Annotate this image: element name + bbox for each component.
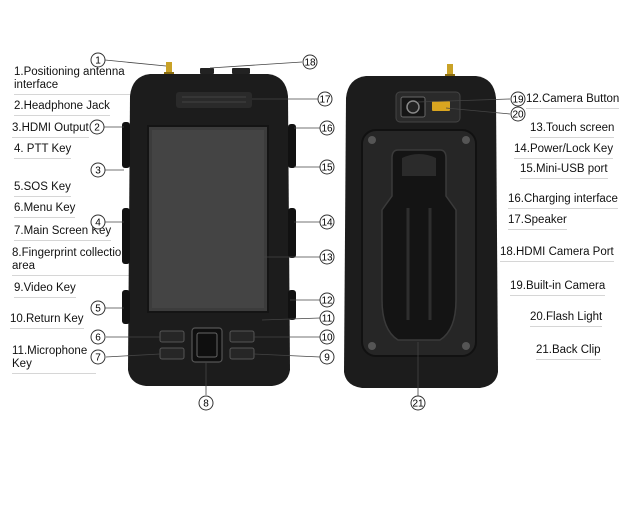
svg-text:2: 2 [94, 123, 100, 134]
label-microphone-key: 11.Microphone Key [12, 345, 96, 374]
callout-3: 3 [90, 162, 106, 178]
callout-1: 1 [90, 52, 106, 68]
svg-text:1: 1 [95, 56, 101, 67]
video-key [229, 347, 255, 360]
label-back-clip: 21.Back Clip [536, 344, 601, 360]
menu-key [159, 330, 185, 343]
main-screen-key [159, 347, 185, 360]
label-built-in-camera: 19.Built-in Camera [510, 280, 606, 296]
callout-13: 13 [319, 249, 335, 265]
label-menu-key: 6.Menu Key [14, 202, 76, 218]
back-clip [381, 149, 457, 341]
label-ptt-key: 4. PTT Key [14, 143, 72, 159]
hdmi-camera-port [200, 68, 214, 74]
label-fingerprint-area: 8.Fingerprint collection area [12, 247, 134, 276]
callout-5: 5 [90, 300, 106, 316]
callout-16: 16 [319, 120, 335, 136]
svg-text:7: 7 [95, 353, 101, 364]
ptt-key [122, 208, 130, 264]
label-hdmi-output: 3.HDMI Output [12, 122, 89, 138]
callout-14: 14 [319, 214, 335, 230]
leader-lines [104, 59, 511, 396]
svg-text:4: 4 [95, 218, 101, 229]
label-sos-key: 5.SOS Key [14, 181, 71, 197]
label-headphone-jack: 2.Headphone Jack [14, 100, 110, 116]
camera-lens-icon [406, 100, 420, 114]
svg-text:11: 11 [322, 314, 333, 325]
callout-12: 12 [319, 292, 335, 308]
flash-light-icon [432, 101, 450, 111]
callout-20: 20 [510, 106, 526, 122]
svg-text:17: 17 [319, 95, 331, 106]
svg-text:12: 12 [321, 296, 333, 307]
callout-2: 2 [89, 119, 105, 135]
callout-8: 8 [198, 395, 214, 411]
phone-front [122, 62, 296, 386]
label-positioning-antenna: 1.Positioning antenna interface [14, 66, 132, 95]
callout-10: 10 [319, 329, 335, 345]
label-mini-usb-port: 15.Mini-USB port [520, 163, 608, 179]
callout-19: 19 [510, 91, 526, 107]
phone-back [344, 64, 498, 388]
antenna [166, 62, 172, 76]
svg-text:6: 6 [95, 333, 101, 344]
svg-text:20: 20 [512, 110, 524, 121]
label-main-screen-key: 7.Main Screen Key [14, 225, 112, 241]
svg-text:5: 5 [95, 304, 101, 315]
label-touch-screen: 13.Touch screen [530, 122, 615, 138]
callout-4: 4 [90, 214, 106, 230]
charging-interface [288, 124, 296, 168]
power-lock-key [288, 208, 296, 258]
return-key [229, 330, 255, 343]
label-flash-light: 20.Flash Light [530, 311, 603, 327]
svg-text:8: 8 [203, 399, 209, 410]
label-return-key: 10.Return Key [10, 313, 84, 329]
svg-text:13: 13 [321, 253, 333, 264]
svg-text:19: 19 [512, 95, 524, 106]
label-power-lock-key: 14.Power/Lock Key [514, 143, 614, 159]
camera-button [288, 290, 296, 320]
sos-key [122, 290, 130, 324]
svg-text:10: 10 [321, 333, 333, 344]
svg-text:18: 18 [304, 58, 316, 69]
callout-21: 21 [410, 395, 426, 411]
callout-6: 6 [90, 329, 106, 345]
label-charging-interface: 16.Charging interface [508, 193, 618, 209]
hdmi-output-port [122, 122, 130, 168]
callout-18: 18 [302, 54, 318, 70]
svg-text:21: 21 [412, 399, 424, 410]
label-video-key: 9.Video Key [14, 282, 76, 298]
svg-text:16: 16 [321, 124, 333, 135]
callout-11: 11 [319, 310, 335, 326]
speaker-grill [176, 92, 252, 108]
svg-text:3: 3 [95, 166, 101, 177]
label-speaker: 17.Speaker [508, 214, 567, 230]
callout-7: 7 [90, 349, 106, 365]
label-hdmi-camera-port: 18.HDMI Camera Port [500, 246, 614, 262]
svg-text:9: 9 [324, 353, 330, 364]
fingerprint-sensor [191, 327, 223, 363]
callout-17: 17 [317, 91, 333, 107]
svg-text:15: 15 [321, 163, 333, 174]
label-camera-button: 12.Camera Button [526, 93, 620, 109]
svg-text:14: 14 [321, 218, 333, 229]
callout-9: 9 [319, 349, 335, 365]
callout-15: 15 [319, 159, 335, 175]
